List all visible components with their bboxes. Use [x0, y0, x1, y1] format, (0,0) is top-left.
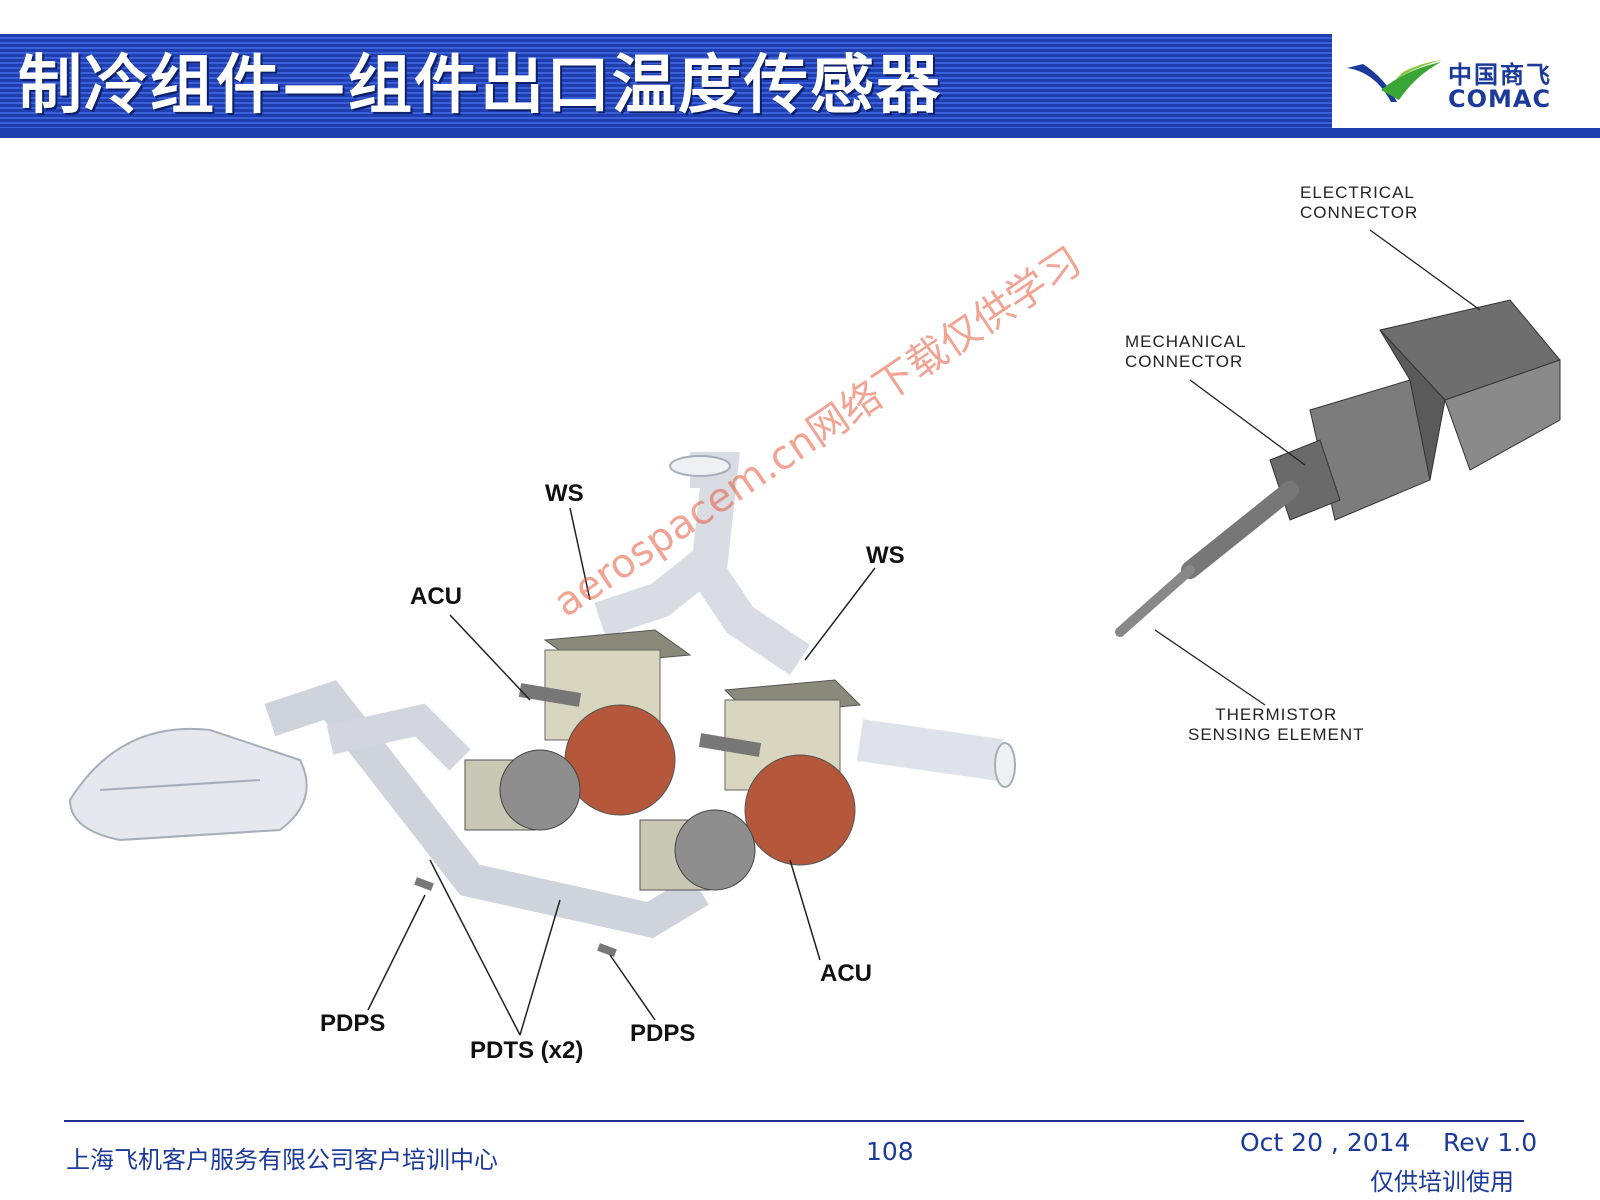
callout-acu-top: ACU — [410, 583, 462, 610]
callout-pdps-left: PDPS — [320, 1010, 386, 1037]
page-number: 108 — [866, 1137, 914, 1166]
callout-pdps-right: PDPS — [630, 1020, 696, 1047]
label-electrical-connector: ELECTRICAL CONNECTOR — [1300, 183, 1418, 223]
title-band: 制冷组件—组件出口温度传感器 — [0, 34, 1332, 134]
callout-ws-left: WS — [545, 480, 584, 507]
footer-date: Oct 20 , 2014 — [1240, 1128, 1411, 1157]
callout-pdts: PDTS (x2) — [470, 1037, 584, 1064]
label-line: CONNECTOR — [1125, 352, 1244, 371]
label-line: THERMISTOR — [1215, 705, 1338, 724]
footer-revision: Rev 1.0 — [1443, 1128, 1538, 1157]
logo-english-name: COMAC — [1448, 85, 1552, 113]
label-line: ELECTRICAL — [1300, 183, 1415, 202]
footer-organization: 上海飞机客户服务有限公司客户培训中心 — [66, 1146, 498, 1174]
label-line: CONNECTOR — [1300, 203, 1419, 222]
pack-illustration — [68, 229, 1561, 1036]
label-line: SENSING ELEMENT — [1188, 725, 1365, 744]
label-line: MECHANICAL — [1125, 332, 1247, 351]
callout-acu-bottom: ACU — [820, 960, 872, 987]
footer-divider — [64, 1120, 1524, 1122]
footer-usage-note: 仅供培训使用 — [1370, 1168, 1514, 1196]
page-title: 制冷组件—组件出口温度传感器 — [18, 49, 942, 123]
label-thermistor-sensing-element: THERMISTOR SENSING ELEMENT — [1188, 705, 1365, 745]
callout-ws-right: WS — [866, 542, 905, 569]
logo-chinese-name: 中国商飞 — [1448, 61, 1552, 89]
header-divider — [0, 128, 1600, 138]
comac-logo: 中国商飞 COMAC — [1345, 45, 1590, 125]
label-mechanical-connector: MECHANICAL CONNECTOR — [1125, 332, 1246, 372]
comac-logo-icon — [1347, 60, 1443, 102]
pack-diagram: WS WS ACU ACU PDPS PDPS PDTS (x2) ELECTR… — [0, 140, 1600, 1090]
